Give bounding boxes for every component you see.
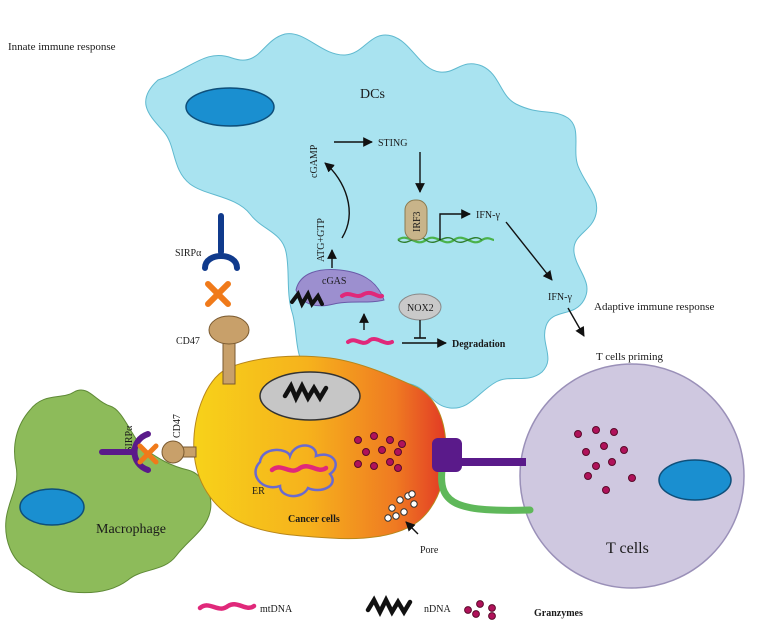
tcell-priming-label: T cells priming <box>596 351 664 363</box>
tcr-contact-green <box>438 466 534 514</box>
degradation-label: Degradation <box>452 339 506 350</box>
granzyme-dot <box>620 446 628 454</box>
granzyme-dot <box>592 462 600 470</box>
legend-granzymes-icon <box>464 600 496 620</box>
granzyme-dot <box>582 448 590 456</box>
granzyme-dot <box>384 514 392 522</box>
granzyme-dot <box>386 458 394 466</box>
macrophage-cell <box>5 389 212 594</box>
macrophage-nucleus <box>19 488 85 526</box>
sirpa-dc-label: SIRPα <box>175 248 202 259</box>
tcell-granzymes <box>574 426 636 494</box>
granzyme-dot <box>410 500 418 508</box>
cancer-cell <box>193 355 447 540</box>
tcr-contact-block <box>432 438 462 472</box>
cd47-dc-label: CD47 <box>176 336 200 347</box>
macrophage-label: Macrophage <box>96 522 166 537</box>
arrow-ifn-tcell <box>567 307 585 337</box>
legend-ndna-icon <box>365 594 413 618</box>
irf3-protein <box>404 199 428 241</box>
granzyme-dot <box>400 508 408 516</box>
granzyme-dot <box>472 610 480 618</box>
cd47-dc-head <box>208 315 250 345</box>
granzyme-dot <box>398 440 406 448</box>
tcells-label: T cells <box>606 540 649 557</box>
mtdna-er <box>269 464 329 473</box>
granzyme-dot <box>396 496 404 504</box>
adaptive-immune-label: Adaptive immune response <box>594 301 714 313</box>
granzyme-dot <box>608 458 616 466</box>
granzyme-dot <box>354 460 362 468</box>
granzyme-dot <box>600 442 608 450</box>
cancer-cells-label: Cancer cells <box>288 514 340 525</box>
granzyme-dot <box>388 504 396 512</box>
granzyme-dot <box>584 472 592 480</box>
granzyme-dot <box>602 486 610 494</box>
t-cell-nucleus <box>658 459 732 501</box>
granzyme-dot <box>574 430 582 438</box>
pore-granzymes <box>384 490 418 522</box>
granzyme-dot <box>370 432 378 440</box>
ndna-in-cgas <box>290 289 324 309</box>
cd47-mac-label: CD47 <box>172 414 183 438</box>
legend-granzymes-label: Granzymes <box>534 608 583 619</box>
dcs-label: DCs <box>360 87 385 102</box>
granzyme-dot <box>408 490 416 498</box>
arrow-atg-cgamp <box>324 162 350 239</box>
legend-mtdna-icon <box>197 602 257 611</box>
granzyme-dot <box>394 464 402 472</box>
granzyme-dot <box>362 448 370 456</box>
sirpa-mac-label: SIRPα <box>124 425 135 452</box>
granzyme-dot <box>628 474 636 482</box>
granzyme-dot <box>476 600 484 608</box>
granzyme-dot <box>592 426 600 434</box>
nox2-label: NOX2 <box>407 303 434 314</box>
pore-label: Pore <box>420 545 439 556</box>
arrow-ifn-out <box>505 221 553 281</box>
granzyme-dot <box>394 448 402 456</box>
block-cross-dc <box>205 281 231 307</box>
legend-ndna-label: nDNA <box>424 604 451 615</box>
ifn-top-label: IFN-γ <box>476 210 500 221</box>
granzyme-dot <box>386 436 394 444</box>
granzyme-dot <box>488 612 496 620</box>
cancer-granzymes <box>354 432 406 472</box>
granzyme-dot <box>370 462 378 470</box>
granzyme-dot <box>610 428 618 436</box>
dc-nucleus <box>185 87 275 127</box>
cd47-mac-head <box>161 440 185 464</box>
cgamp-label: cGAMP <box>309 144 320 178</box>
granzyme-dot <box>392 512 400 520</box>
innate-immune-label: Innate immune response <box>8 41 116 53</box>
er-label: ER <box>252 486 265 497</box>
sirpa-dc-receptor <box>202 213 240 271</box>
block-cross-mac <box>137 443 159 465</box>
mtdna-free <box>346 337 394 345</box>
arrow-pore <box>405 521 419 535</box>
mtdna-in-cgas <box>340 290 384 299</box>
er-organelle <box>254 444 337 498</box>
atg-gtp-label: ATG+GTP <box>316 218 327 262</box>
sting-label: STING <box>378 138 407 149</box>
ndna-nucleus <box>282 380 329 404</box>
sirpa-mac-receptor <box>131 431 151 473</box>
ifn-mid-label: IFN-γ <box>548 292 572 303</box>
granzyme-dot <box>378 446 386 454</box>
cgas-label: cGAS <box>322 276 346 287</box>
legend-mtdna-label: mtDNA <box>260 604 293 615</box>
arrow-irf3-ifn <box>439 209 471 240</box>
granzyme-dot <box>354 436 362 444</box>
granzyme-dot <box>464 606 472 614</box>
granzyme-dot <box>488 604 496 612</box>
irf3-label: IRF3 <box>412 211 423 232</box>
